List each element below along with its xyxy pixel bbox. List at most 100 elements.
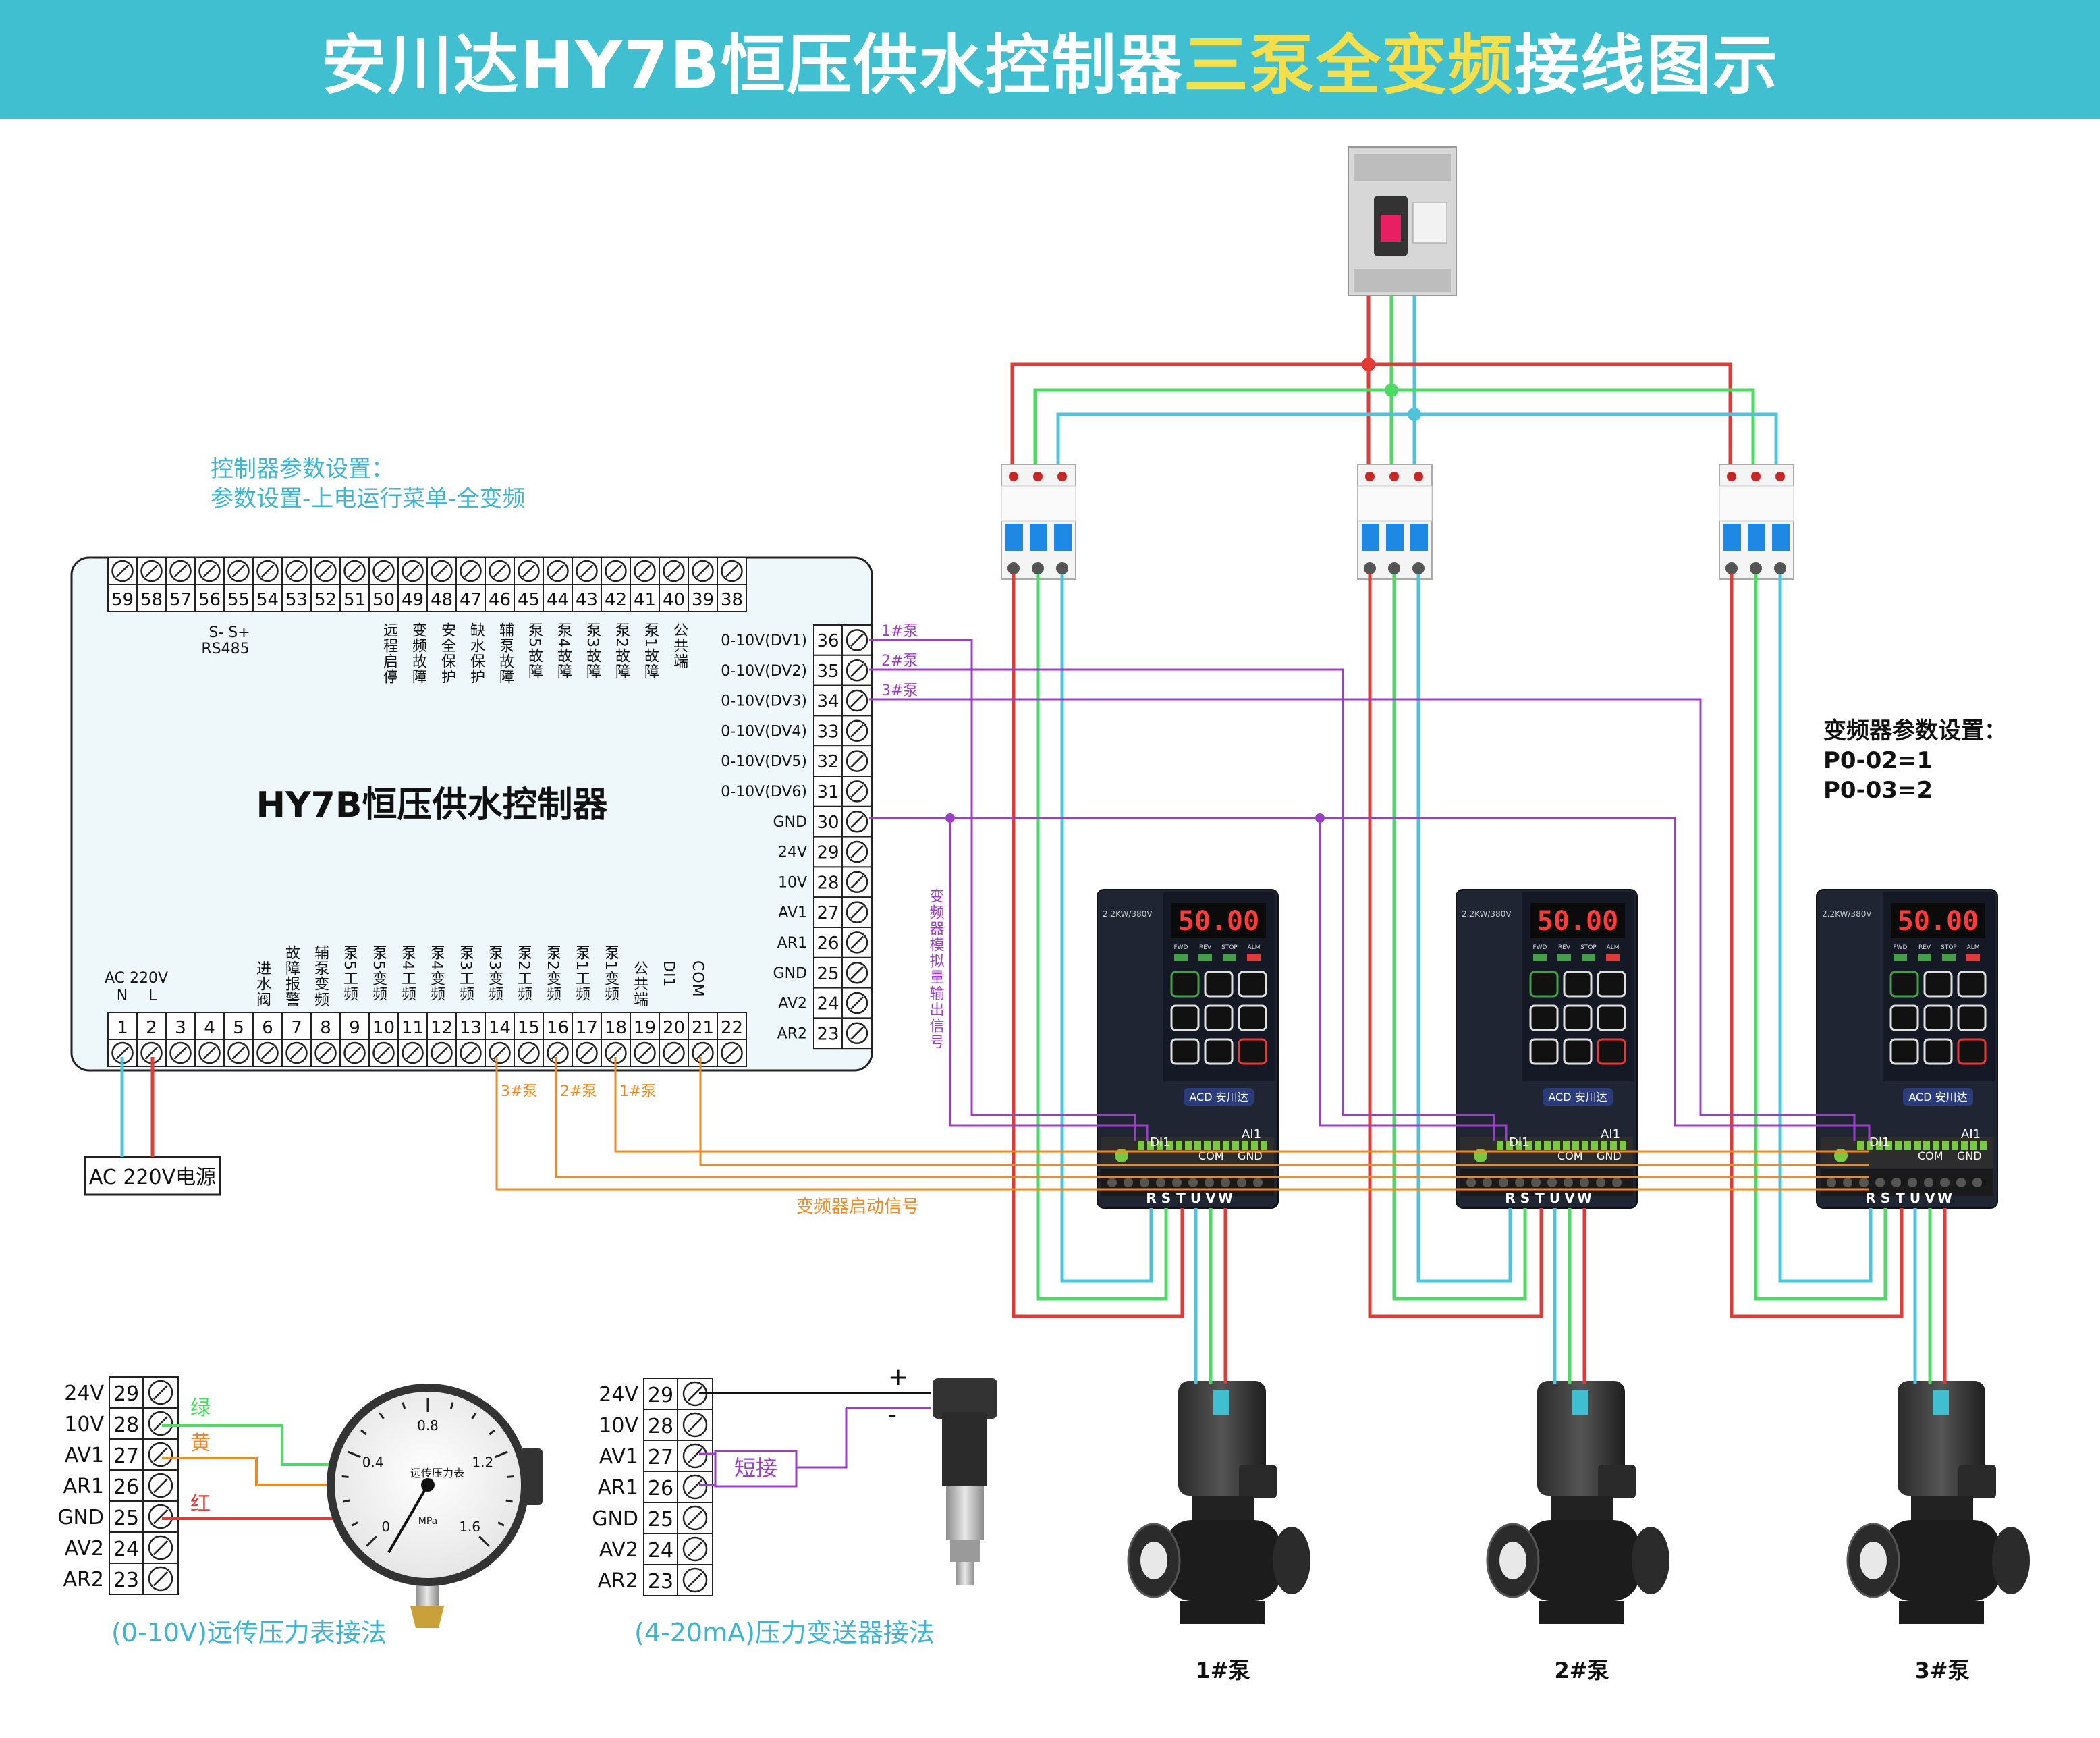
terminal-bottom-10[interactable]: 10 [368,1012,399,1067]
terminal-top-46[interactable]: 46 [485,557,515,612]
terminal-label: AV1 [65,1444,104,1467]
pump-1[interactable]: 1#泵 [1127,1381,1310,1683]
terminal-right-31[interactable]: 0-10V(DV6)31 [721,776,873,807]
pump-breaker-3[interactable] [1719,464,1794,580]
terminal-bottom-3[interactable]: 3 [165,1012,196,1067]
terminal-bottom-4[interactable]: 4 [194,1012,225,1067]
inverter-status: STOP [1941,944,1957,951]
terminal-right-36[interactable]: 0-10V(DV1)36 [721,624,873,656]
pump-breaker-1[interactable] [1001,464,1076,580]
terminal-top-54[interactable]: 54 [252,557,283,612]
terminal-bottom-8[interactable]: 8 [310,1012,341,1067]
terminal-bottom-5[interactable]: 5 [223,1012,254,1067]
terminal-label: 10V [778,874,807,891]
terminal-bottom-19[interactable]: 19 [630,1012,660,1067]
terminal-top-50[interactable]: 50 [368,557,399,612]
terminal-top-52[interactable]: 52 [310,557,341,612]
terminal-bottom-21[interactable]: 21 [688,1012,718,1067]
terminal-top-53[interactable]: 53 [281,557,312,612]
terminal-top-47[interactable]: 47 [455,557,486,612]
terminal-number: 57 [169,590,192,610]
terminal-top-49[interactable]: 49 [397,557,428,612]
terminal-bottom-12[interactable]: 12 [426,1012,457,1067]
terminal-top-45[interactable]: 45 [514,557,544,612]
terminal-bottom-13[interactable]: 13 [455,1012,486,1067]
pump-2[interactable]: 2#泵 [1486,1381,1669,1683]
terminal-top-48[interactable]: 48 [426,557,457,612]
inverter-terminal-W: W [1937,1190,1952,1206]
terminal-top-57[interactable]: 57 [165,557,196,612]
terminal-bottom-22[interactable]: 22 [717,1012,747,1067]
terminal-bottom-16[interactable]: 16 [543,1012,573,1067]
inverter-ai1: AI1 [1242,1127,1261,1141]
terminal-top-56[interactable]: 56 [194,557,225,612]
terminal-number: 15 [518,1018,540,1038]
bottom-label-12: 泵4变频 [428,945,445,1002]
terminal-top-43[interactable]: 43 [572,557,602,612]
terminal-top-58[interactable]: 58 [136,557,167,612]
terminal-bottom-9[interactable]: 9 [339,1012,370,1067]
terminal-bottom-6[interactable]: 6 [252,1012,283,1067]
power-source-label: AC 220V电源 [89,1166,216,1189]
bottom-label-8: 辅泵变频 [312,945,329,1007]
terminal-top-41[interactable]: 41 [630,557,660,612]
terminal-number: 20 [663,1018,685,1038]
terminal-number: 21 [692,1018,714,1038]
terminal-number: 12 [431,1018,453,1038]
inverter-terminal-R: R [1865,1190,1875,1206]
terminal-top-40[interactable]: 40 [659,557,689,612]
terminal-number: 42 [605,590,627,610]
terminal-top-42[interactable]: 42 [601,557,631,612]
terminal-bottom-2[interactable]: 2 [136,1012,167,1067]
terminal-bottom-14[interactable]: 14 [485,1012,515,1067]
terminal-bottom-11[interactable]: 11 [397,1012,428,1067]
pump-breaker-2[interactable] [1357,464,1433,580]
pump-3[interactable]: 3#泵 [1846,1381,2030,1683]
terminal-top-39[interactable]: 39 [688,557,718,612]
terminal-bottom-15[interactable]: 15 [514,1012,544,1067]
terminal-bottom-17[interactable]: 17 [572,1012,602,1067]
inverter-status: STOP [1580,944,1597,951]
terminal-top-38[interactable]: 38 [717,557,747,612]
terminal-top-51[interactable]: 51 [339,557,370,612]
terminal-number: 29 [648,1384,673,1407]
terminal-bottom-20[interactable]: 20 [659,1012,689,1067]
bottom-label-20: DI1 [660,960,677,987]
terminal-right-34[interactable]: 0-10V(DV3)34 [721,684,873,717]
inverter-ai1: AI1 [1601,1127,1620,1141]
terminal-number: 30 [817,813,839,833]
terminal-bottom-7[interactable]: 7 [281,1012,312,1067]
terminal-top-55[interactable]: 55 [223,557,254,612]
terminal-top-59[interactable]: 59 [107,557,138,612]
terminal-label: AR2 [598,1569,638,1593]
terminal-bottom-18[interactable]: 18 [601,1012,631,1067]
terminal-top-44[interactable]: 44 [543,557,573,612]
terminal-right-33[interactable]: 0-10V(DV4)33 [721,715,873,747]
